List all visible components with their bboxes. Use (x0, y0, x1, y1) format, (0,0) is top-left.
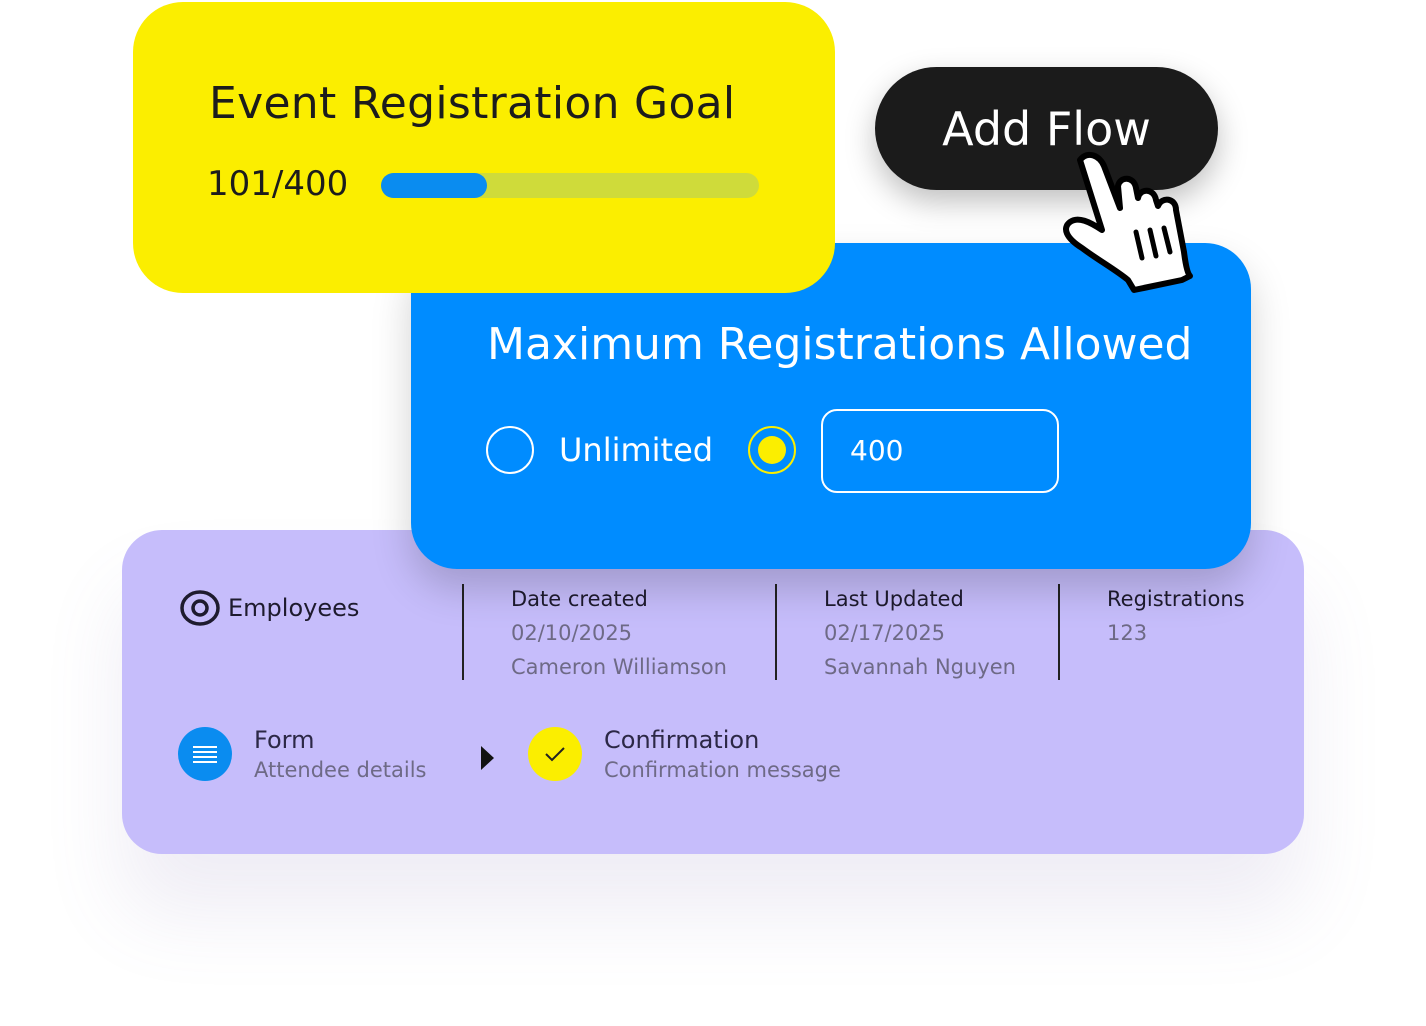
updated-by: Savannah Nguyen (824, 655, 1016, 679)
last-updated-value: 02/17/2025 (824, 621, 946, 645)
step-subtitle: Confirmation message (604, 758, 841, 782)
created-by: Cameron Williamson (511, 655, 727, 679)
registrations-header: Registrations (1107, 587, 1245, 611)
flow-details-card: Employees Date created 02/10/2025 Camero… (122, 530, 1304, 854)
group-label[interactable]: Employees (180, 590, 359, 626)
goal-title: Event Registration Goal (209, 78, 736, 129)
add-flow-button[interactable]: Add Flow (875, 67, 1218, 190)
add-flow-label: Add Flow (942, 101, 1151, 156)
date-created-column: Date created 02/10/2025 Cameron Williams… (511, 582, 727, 684)
unlimited-radio[interactable] (486, 426, 534, 474)
step-title: Form (254, 726, 315, 754)
group-name: Employees (228, 594, 360, 622)
registrations-column: Registrations 123 (1107, 582, 1245, 650)
arrow-right-icon (481, 746, 494, 770)
step-confirmation[interactable]: Confirmation Confirmation message (528, 726, 841, 782)
unlimited-label: Unlimited (559, 431, 714, 469)
pointer-hand-icon (1063, 151, 1193, 293)
divider (462, 584, 464, 680)
max-registrations-title: Maximum Registrations Allowed (487, 319, 1193, 370)
divider (775, 584, 777, 680)
divider (1058, 584, 1060, 680)
registrations-value: 123 (1107, 621, 1148, 645)
limit-radio[interactable] (748, 426, 796, 474)
goal-progress-bar (381, 173, 759, 198)
step-title: Confirmation (604, 726, 760, 754)
limit-input[interactable]: 400 (821, 409, 1059, 493)
date-created-header: Date created (511, 587, 648, 611)
last-updated-column: Last Updated 02/17/2025 Savannah Nguyen (824, 582, 1016, 684)
date-created-value: 02/10/2025 (511, 621, 633, 645)
last-updated-header: Last Updated (824, 587, 964, 611)
step-subtitle: Attendee details (254, 758, 427, 782)
max-registrations-card: Maximum Registrations Allowed Unlimited … (411, 243, 1251, 569)
goal-count: 101/400 (207, 164, 349, 204)
registration-goal-card: Event Registration Goal 101/400 (133, 2, 835, 293)
step-form[interactable]: Form Attendee details (178, 726, 427, 782)
goal-progress-fill (381, 173, 487, 198)
check-icon (528, 727, 582, 781)
list-icon (178, 727, 232, 781)
eye-icon (180, 590, 220, 626)
